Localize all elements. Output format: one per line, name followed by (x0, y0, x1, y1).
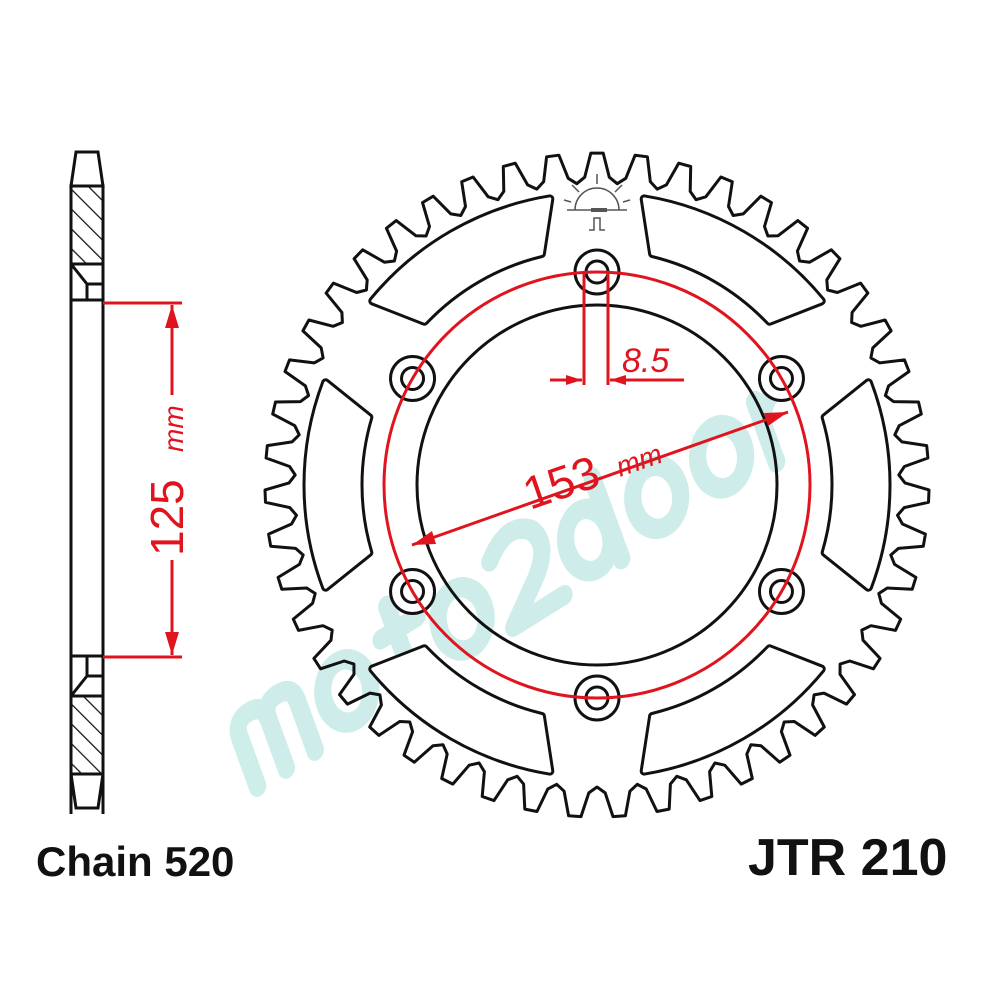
side-profile (69, 150, 105, 814)
sun-logo-icon (563, 174, 631, 231)
lightening-slot (371, 197, 552, 323)
lightening-slot (305, 381, 371, 589)
lightening-slot (642, 197, 823, 323)
sprocket-teeth (263, 151, 931, 819)
lightening-slot (371, 647, 552, 773)
bolt-circle-dimension (382, 270, 812, 700)
bolt-hole (768, 579, 794, 604)
chain-size-label: Chain 520 (36, 838, 235, 885)
hub-height-value: 125 (141, 479, 193, 556)
bolt-hole (400, 579, 426, 604)
lightening-slot (642, 647, 823, 773)
center-bore (415, 303, 779, 667)
hub-height-unit: mm (158, 405, 189, 452)
bolt-hole (768, 366, 794, 391)
bolt-hole (400, 366, 426, 391)
lightening-slot (823, 381, 889, 589)
model-number-label: JTR 210 (748, 829, 948, 887)
bolt-hole-value: 8.5 (622, 342, 669, 380)
sprocket-face (263, 151, 931, 819)
